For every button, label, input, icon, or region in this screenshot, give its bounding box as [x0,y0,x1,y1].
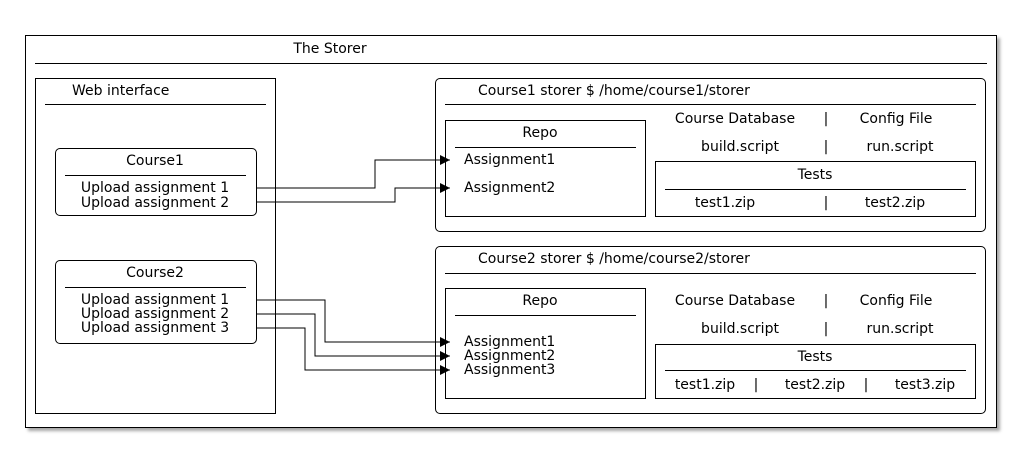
course1-storer-rule [445,104,976,105]
course2-course-database: Course Database [674,293,796,309]
course2-title: Course2 [126,265,184,281]
course2-rule [65,287,246,288]
course1-tests-title: Tests [797,167,833,183]
course1-build-script: build.script [701,139,779,155]
storer-title-rule [35,63,987,64]
course2-repo-box [445,288,646,399]
course2-upload-1[interactable]: Upload assignment 1 [80,292,230,308]
course1-storer-title: Course1 storer $ /home/course1/storer [478,83,750,99]
course2-separator: | [823,321,829,337]
course2-upload-3[interactable]: Upload assignment 3 [80,320,230,336]
course2-test-file-1: test1.zip [674,377,736,393]
course2-repo-assignment-1: Assignment1 [464,334,556,350]
course2-config-file: Config File [859,293,933,309]
course2-tests-box [655,344,976,399]
course2-tests-rule [665,370,966,371]
course2-test-file-3: test3.zip [894,377,956,393]
course2-separator: | [823,293,829,309]
course1-upload-1[interactable]: Upload assignment 1 [80,180,230,196]
course2-box [55,260,257,344]
course2-storer-rule [445,273,976,274]
web-interface-rule [45,104,266,105]
arrow-course1-assignment2 [257,183,450,203]
course2-build-script: build.script [701,321,779,337]
course1-separator: | [823,195,829,211]
arrow-course2-assignment2 [257,313,450,361]
course1-config-file: Config File [859,111,933,127]
course2-repo-title: Repo [522,293,558,309]
course1-repo-title: Repo [522,125,558,141]
course1-repo-rule [455,147,636,148]
course2-repo-rule [455,315,636,316]
course2-test-file-2: test2.zip [784,377,846,393]
arrow-course2-assignment1 [257,299,450,347]
course1-test-file-2: test2.zip [864,195,926,211]
web-interface-panel [35,78,276,414]
course1-tests-rule [665,189,966,190]
course1-course-database: Course Database [674,111,796,127]
course1-rule [65,175,246,176]
course2-separator: | [863,377,869,393]
course1-separator: | [823,139,829,155]
course1-repo-assignment-2: Assignment2 [464,180,556,196]
web-interface-title: Web interface [72,83,170,99]
course2-repo-assignment-3: Assignment3 [464,362,556,378]
course1-title: Course1 [126,153,184,169]
course2-tests-title: Tests [797,349,833,365]
course1-repo-box [445,120,646,217]
course1-box [55,148,257,216]
course1-test-file-1: test1.zip [694,195,756,211]
arrow-course1-assignment1 [257,155,450,189]
course2-repo-assignment-2: Assignment2 [464,348,556,364]
course1-upload-2[interactable]: Upload assignment 2 [80,195,230,211]
course2-upload-2[interactable]: Upload assignment 2 [80,306,230,322]
storer-title: The Storer [293,41,367,57]
course1-run-script: run.script [866,139,934,155]
arrow-course2-assignment3 [257,327,450,375]
course2-separator: | [753,377,759,393]
course1-repo-assignment-1: Assignment1 [464,152,556,168]
course1-separator: | [823,111,829,127]
course2-run-script: run.script [866,321,934,337]
course2-storer-title: Course2 storer $ /home/course2/storer [478,251,750,267]
